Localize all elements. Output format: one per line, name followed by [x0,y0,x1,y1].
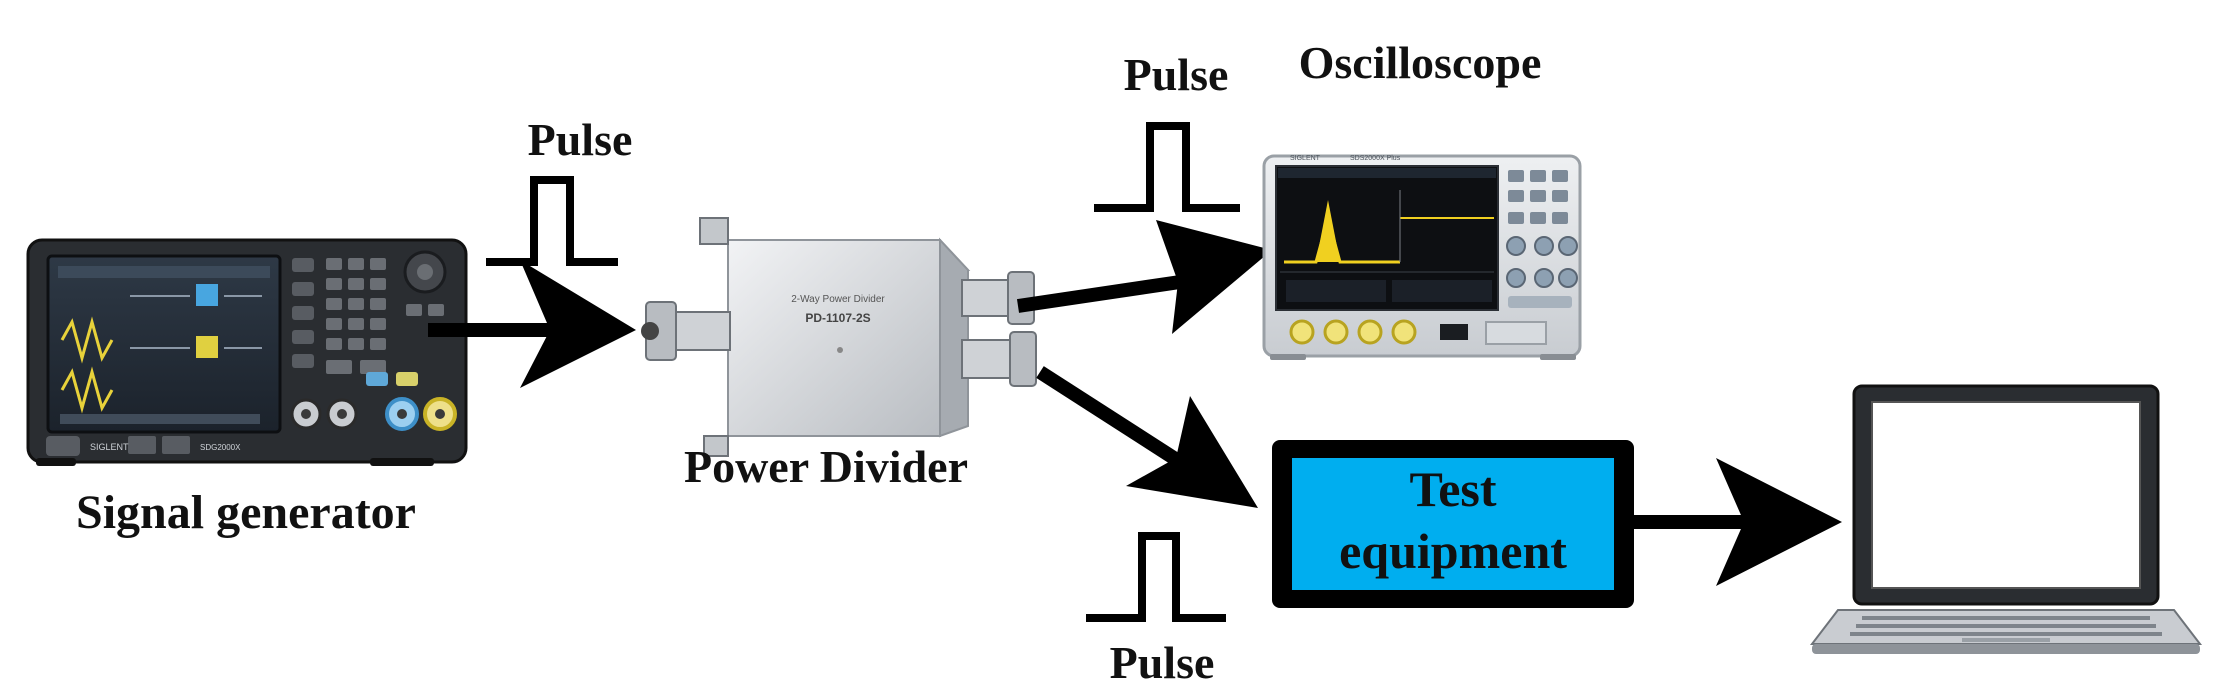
pulse-label-test-equipment: Pulse [1110,637,1215,688]
test-equipment-label-line1: Test [1409,461,1496,517]
test-equipment-box [1272,440,1634,608]
pulse-label-generator: Pulse [528,114,633,165]
oscilloscope-brand: SIGLENT [1290,155,1321,162]
signal-generator-icon: SIGLENT SDG2000X [26,238,468,466]
power-divider-label: Power Divider [684,441,968,492]
arrow-test-equipment-to-laptop [1634,458,1842,586]
pulse-label-oscilloscope: Pulse [1124,49,1229,100]
oscilloscope-model: SDS2000X Plus [1350,155,1401,162]
pulse-waveform-icon [1094,122,1240,212]
pulse-waveform-icon [486,176,618,266]
signal-generator-label: Signal generator [76,486,416,539]
arrow-divider-to-oscilloscope [1016,220,1272,334]
power-divider-icon: 2-Way Power Divider PD-1107-2S [641,217,1037,457]
arrow-generator-to-divider [428,260,636,388]
generator-model: SDG2000X [200,443,241,452]
generator-brand: SIGLENT [90,442,129,452]
pulse-waveform-icon [1086,532,1226,622]
divider-model: PD-1107-2S [805,311,870,325]
divider-brand: 2-Way Power Divider [791,294,885,305]
arrow-divider-to-test-equipment [1036,366,1258,508]
oscilloscope-icon: SIGLENT SDS2000X Plus [1262,154,1582,360]
oscilloscope-label: Oscilloscope [1299,37,1542,88]
test-equipment-label-line2: equipment [1339,523,1567,579]
laptop-icon [1809,384,2203,654]
